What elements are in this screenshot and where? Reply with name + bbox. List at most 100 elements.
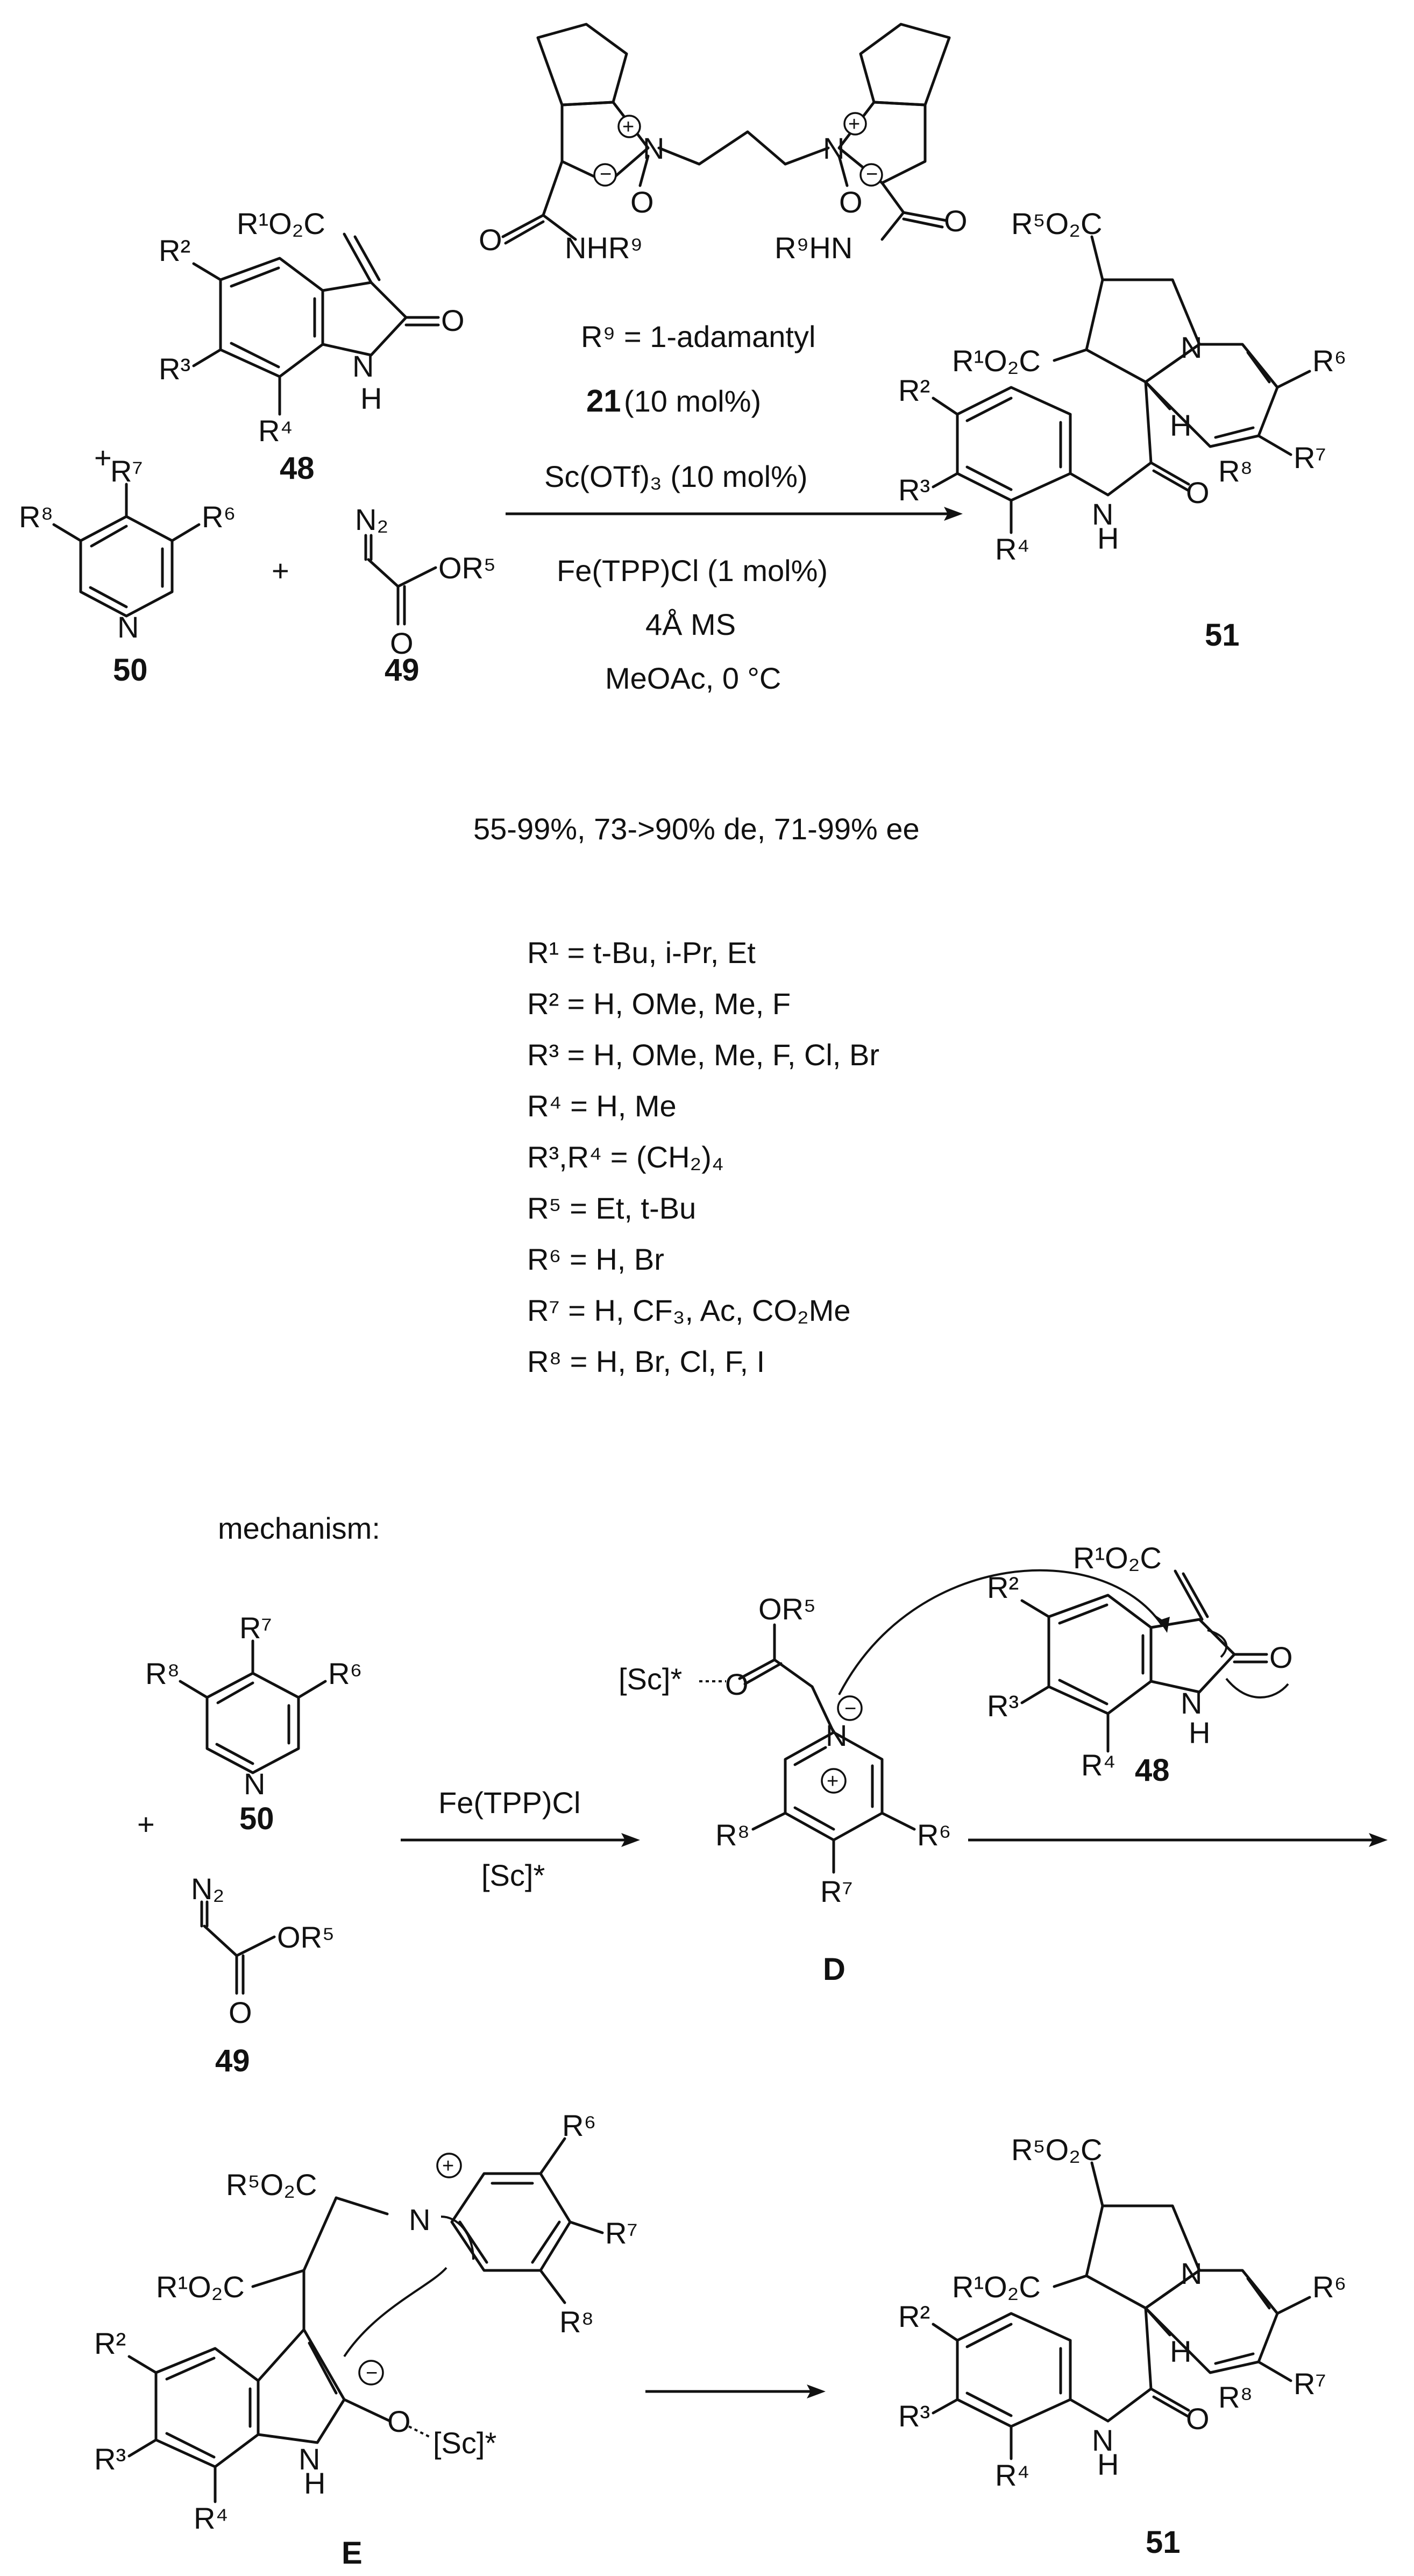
svg-text:−: − — [366, 2362, 378, 2384]
d-r7: R⁷ — [820, 1874, 853, 1908]
plus-1: + — [94, 441, 112, 475]
e-r3: R³ — [94, 2442, 126, 2476]
r5o2c-51: R⁵O₂C — [1011, 207, 1102, 240]
h-48: H — [360, 381, 382, 415]
e-r7: R⁷ — [605, 2216, 638, 2250]
r1o2c-48: R¹O₂C — [237, 207, 325, 240]
r4-51: R⁴ — [995, 532, 1030, 566]
compound-50-structure — [52, 483, 201, 618]
o-atom-left: O — [630, 185, 654, 219]
m51-nh: N — [1092, 2423, 1113, 2457]
n-51: N — [1181, 330, 1202, 364]
m51-nh-h: H — [1097, 2447, 1119, 2481]
o-51: O — [1186, 476, 1210, 509]
e-r2: R² — [94, 2326, 126, 2360]
compound-49-structure — [364, 534, 437, 626]
yield-line: 55-99%, 73->90% de, 71-99% ee — [473, 812, 920, 846]
n2-49: N₂ — [355, 503, 388, 536]
mech-compound-49-structure — [200, 1900, 276, 1995]
mech-plus: + — [137, 1807, 155, 1841]
curved-arrow-attack-head — [1155, 1615, 1170, 1633]
nh-h-51: H — [1097, 521, 1119, 555]
r8-51: R⁸ — [1218, 454, 1253, 488]
intermediate-d-structure: − + — [699, 1623, 916, 1874]
e-n: N — [409, 2203, 430, 2237]
m51-h: H — [1170, 2334, 1191, 2368]
catalyst-21-structure: + − + − — [501, 23, 951, 245]
e-nh-h: H — [304, 2466, 325, 2500]
e-sc: [Sc]* — [433, 2426, 496, 2460]
r6-51: R⁶ — [1312, 344, 1347, 378]
d-n: N — [826, 1718, 847, 1752]
d-sc: [Sc]* — [619, 1662, 682, 1696]
r3-48: R³ — [159, 352, 190, 386]
curved-arrow-attack — [838, 1569, 1163, 1695]
compound-51-mech-structure — [932, 2161, 1311, 2460]
e-r4: R⁴ — [194, 2501, 229, 2535]
svg-text:+: + — [827, 1770, 839, 1793]
h-51: H — [1170, 408, 1191, 442]
mech-o-49: O — [229, 1995, 252, 2029]
e-r6: R⁶ — [562, 2108, 596, 2142]
m51-r6: R⁶ — [1312, 2270, 1347, 2304]
mech-or5-49: OR⁵ — [277, 1920, 335, 1954]
label-48: 48 — [280, 451, 315, 486]
mech-r1o2c-48: R¹O₂C — [1073, 1541, 1162, 1575]
o-48: O — [441, 303, 465, 337]
r2-48: R² — [159, 233, 190, 267]
mech-label-50: 50 — [239, 1801, 274, 1836]
r-group-line: R¹ = t-Bu, i-Pr, Et — [527, 936, 756, 969]
catalyst-label-21: 21 — [586, 384, 621, 419]
d-r6: R⁶ — [917, 1818, 951, 1852]
n-atom-right: N — [823, 131, 844, 165]
r6-50: R⁶ — [202, 500, 236, 534]
svg-text:+: + — [442, 2155, 454, 2177]
e-r1o2c: R¹O₂C — [156, 2270, 245, 2304]
r1o2c-51: R¹O₂C — [952, 344, 1041, 378]
r8-50: R⁸ — [19, 500, 53, 534]
svg-text:+: + — [622, 116, 634, 138]
mech-n2-49: N₂ — [191, 1872, 224, 1906]
mech-compound-48-structure — [1020, 1569, 1289, 1753]
mech-compound-50-structure — [179, 1639, 327, 1774]
m51-r7: R⁷ — [1294, 2367, 1326, 2401]
n-50: N — [117, 610, 139, 644]
intermediate-e-structure: + − — [127, 2137, 604, 2503]
r-group-line: R⁵ = Et, t-Bu — [527, 1191, 696, 1225]
r-group-line: R⁸ = H, Br, Cl, F, I — [527, 1344, 765, 1378]
d-or5: OR⁵ — [758, 1592, 816, 1626]
catalyst-r9-definition: R⁹ = 1-adamantyl — [581, 320, 815, 353]
m51-r3: R³ — [898, 2399, 930, 2433]
mech-step1-below: [Sc]* — [481, 1858, 545, 1892]
label-49: 49 — [385, 653, 420, 688]
e-o: O — [387, 2404, 411, 2438]
m51-r1o2c: R¹O₂C — [952, 2270, 1041, 2304]
m51-o: O — [1186, 2402, 1210, 2436]
svg-text:+: + — [848, 113, 860, 136]
main-arrow-head — [944, 507, 963, 521]
r2-51: R² — [898, 373, 930, 407]
r-group-list: R¹ = t-Bu, i-Pr, Et R² = H, OMe, Me, F R… — [527, 936, 879, 1378]
compound-48-structure — [192, 232, 440, 416]
catalyst-amide-right: R⁹HN — [774, 231, 852, 265]
or5-49: OR⁵ — [438, 551, 496, 585]
svg-text:−: − — [866, 163, 878, 186]
reagent-below-3: MeOAc, 0 °C — [605, 661, 781, 695]
m51-n: N — [1181, 2256, 1202, 2290]
reagent-below-1: Fe(TPP)Cl (1 mol%) — [557, 554, 828, 588]
intermediate-e-label: E — [342, 2536, 363, 2571]
label-50: 50 — [113, 653, 148, 688]
mech-r2-48: R² — [987, 1570, 1019, 1604]
r7-50: R⁷ — [110, 454, 143, 488]
e-r8: R⁸ — [559, 2305, 594, 2339]
reagent-below-2: 4Å MS — [645, 607, 736, 641]
mech-label-48: 48 — [1135, 1753, 1170, 1788]
mech-o-48: O — [1269, 1640, 1293, 1674]
o-49: O — [390, 626, 414, 660]
r-group-line: R³ = H, OMe, Me, F, Cl, Br — [527, 1038, 879, 1072]
m51-r2: R² — [898, 2299, 930, 2333]
svg-text:−: − — [600, 163, 612, 186]
mech-step1-above: Fe(TPP)Cl — [438, 1786, 580, 1820]
